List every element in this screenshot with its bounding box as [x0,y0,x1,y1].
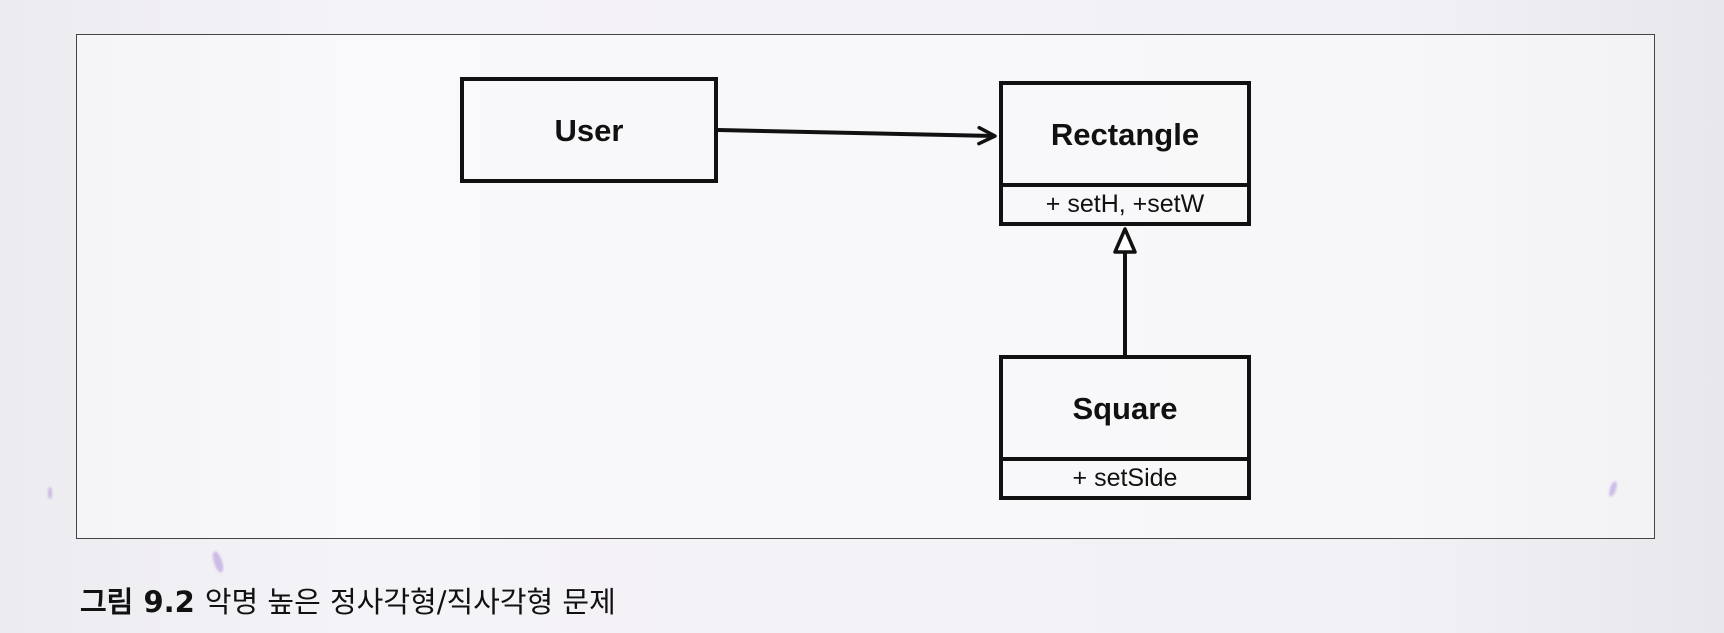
figure-caption-label: 그림 9.2 [80,585,195,619]
figure-caption-text: 악명 높은 정사각형/직사각형 문제 [204,585,616,619]
user-class-name: User [554,112,624,148]
rectangle-class-methods: + setH, +setW [1003,183,1247,222]
user-to-rectangle-association-line [717,125,997,146]
figure-caption: 그림 9.2 악명 높은 정사각형/직사각형 문제 [80,588,616,617]
inheritance-triangle-arrowhead [1113,227,1137,254]
square-class-box: Square + setSide [999,355,1251,500]
square-class-methods: + setSide [1003,457,1247,496]
user-class-box: User [460,77,718,183]
figure-frame [76,34,1655,539]
square-class-name: Square [1072,390,1178,426]
rectangle-class-name: Rectangle [1050,116,1200,152]
page-ink-mark [48,487,52,499]
rectangle-class-box: Rectangle + setH, +setW [999,81,1251,226]
